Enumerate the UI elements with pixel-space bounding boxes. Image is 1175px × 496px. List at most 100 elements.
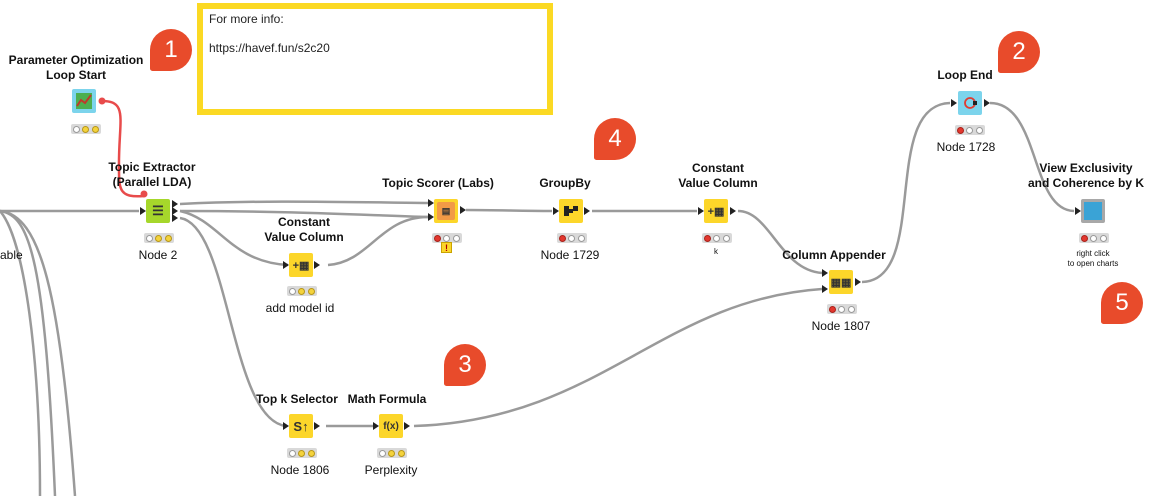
wire-te-to-scorer bbox=[179, 200, 429, 206]
output-port[interactable] bbox=[314, 422, 320, 430]
input-port[interactable] bbox=[822, 269, 828, 277]
badge-1: 1 bbox=[150, 29, 192, 71]
constant1-status bbox=[287, 286, 317, 296]
constant2-node[interactable]: +▦ bbox=[704, 199, 728, 223]
wire-left-curve-b bbox=[0, 209, 77, 496]
badge-4: 4 bbox=[594, 118, 636, 160]
column-appender-name[interactable]: Node 1807 bbox=[811, 319, 871, 333]
append-columns-icon: ▦▦ bbox=[830, 276, 852, 289]
groupby-node[interactable] bbox=[559, 199, 583, 223]
wire-left-curve-c bbox=[0, 210, 42, 496]
topic-extractor-status bbox=[144, 233, 174, 243]
view-chart-icon bbox=[1084, 202, 1102, 220]
constant2-status bbox=[702, 233, 732, 243]
math-status bbox=[377, 448, 407, 458]
workflow-annotation[interactable]: For more info: https://havef.fun/s2c20 bbox=[197, 3, 553, 115]
input-port[interactable] bbox=[1075, 207, 1081, 215]
groupby-status bbox=[557, 233, 587, 243]
param-opt-status bbox=[71, 124, 101, 134]
output-port[interactable] bbox=[584, 207, 590, 215]
topk-name[interactable]: Node 1806 bbox=[270, 463, 330, 477]
constant2-name[interactable]: k bbox=[714, 247, 718, 256]
topk-label: Top k Selector bbox=[256, 392, 338, 406]
input-port[interactable] bbox=[698, 207, 704, 215]
column-appender-node[interactable]: ▦▦ bbox=[829, 270, 853, 294]
flow-variable-wire bbox=[99, 99, 145, 198]
math-node[interactable]: f(x) bbox=[379, 414, 403, 438]
input-port[interactable] bbox=[283, 422, 289, 430]
groupby-label: GroupBy bbox=[539, 176, 591, 190]
input-port[interactable] bbox=[140, 207, 146, 215]
topk-icon: S↑ bbox=[293, 418, 309, 434]
cut-off-node-name: able bbox=[0, 248, 23, 262]
column-appender-status bbox=[827, 304, 857, 314]
wire-loopend-to-view bbox=[989, 101, 1075, 213]
loop-end-label: Loop End bbox=[937, 68, 993, 82]
view-status bbox=[1079, 233, 1109, 243]
wire-constant2-to-appender bbox=[737, 209, 823, 275]
groupby-name[interactable]: Node 1729 bbox=[540, 248, 600, 262]
scorer-icon: ▤ bbox=[437, 202, 455, 220]
wire-te-to-scorer-2 bbox=[179, 209, 429, 219]
input-port[interactable] bbox=[373, 422, 379, 430]
output-port[interactable] bbox=[172, 200, 178, 208]
output-port[interactable] bbox=[172, 207, 178, 215]
param-opt-node[interactable] bbox=[72, 89, 96, 113]
output-port[interactable] bbox=[314, 261, 320, 269]
badge-3: 3 bbox=[444, 344, 486, 386]
wire-scorer-to-groupby bbox=[465, 208, 553, 213]
loop-end-icon bbox=[964, 97, 977, 109]
view-node[interactable] bbox=[1081, 199, 1105, 223]
groupby-icon bbox=[564, 206, 578, 216]
wire-appender-to-loopend bbox=[861, 101, 951, 284]
topic-extractor-name[interactable]: Node 2 bbox=[138, 248, 178, 262]
topic-scorer-node[interactable]: ▤ bbox=[434, 199, 458, 223]
constant1-name[interactable]: add model id bbox=[265, 301, 335, 315]
output-port[interactable] bbox=[855, 278, 861, 286]
topic-extractor-node[interactable]: ☰ bbox=[146, 199, 170, 223]
output-port[interactable] bbox=[460, 206, 466, 214]
math-label: Math Formula bbox=[347, 392, 427, 406]
output-port[interactable] bbox=[172, 214, 178, 222]
loop-end-node[interactable] bbox=[958, 91, 982, 115]
wire-constant1-to-scorer bbox=[327, 215, 429, 267]
formula-icon: f(x) bbox=[383, 420, 399, 432]
output-port[interactable] bbox=[730, 207, 736, 215]
topk-node[interactable]: S↑ bbox=[289, 414, 313, 438]
loop-end-name[interactable]: Node 1728 bbox=[936, 140, 996, 154]
topic-scorer-status bbox=[432, 233, 462, 243]
wire-te-to-constant1 bbox=[179, 209, 289, 267]
topk-status bbox=[287, 448, 317, 458]
topic-scorer-label: Topic Scorer (Labs) bbox=[382, 176, 494, 190]
input-port[interactable] bbox=[951, 99, 957, 107]
wire-te-to-topk bbox=[179, 216, 287, 428]
input-port[interactable] bbox=[553, 207, 559, 215]
warning-icon: ! bbox=[441, 242, 452, 253]
math-name[interactable]: Perplexity bbox=[364, 463, 418, 477]
input-port[interactable] bbox=[283, 261, 289, 269]
output-port[interactable] bbox=[404, 422, 410, 430]
document-icon: ☰ bbox=[152, 203, 164, 218]
column-appender-label: Column Appender bbox=[782, 248, 886, 262]
wire-math-to-appender bbox=[413, 287, 823, 428]
input-port[interactable] bbox=[822, 285, 828, 293]
annotation-link[interactable]: https://havef.fun/s2c20 bbox=[209, 41, 330, 55]
add-column-icon: +▦ bbox=[292, 259, 310, 272]
loop-end-status bbox=[955, 125, 985, 135]
annotation-line1: For more info: bbox=[209, 12, 284, 26]
topic-extractor-label: Topic Extractor(Parallel LDA) bbox=[108, 160, 196, 189]
add-column-icon: +▦ bbox=[707, 205, 725, 218]
input-port[interactable] bbox=[428, 199, 434, 207]
badge-5: 5 bbox=[1101, 282, 1143, 324]
chart-line-icon bbox=[76, 93, 92, 109]
badge-2: 2 bbox=[998, 31, 1040, 73]
input-port[interactable] bbox=[428, 213, 434, 221]
output-port[interactable] bbox=[984, 99, 990, 107]
constant1-node[interactable]: +▦ bbox=[289, 253, 313, 277]
